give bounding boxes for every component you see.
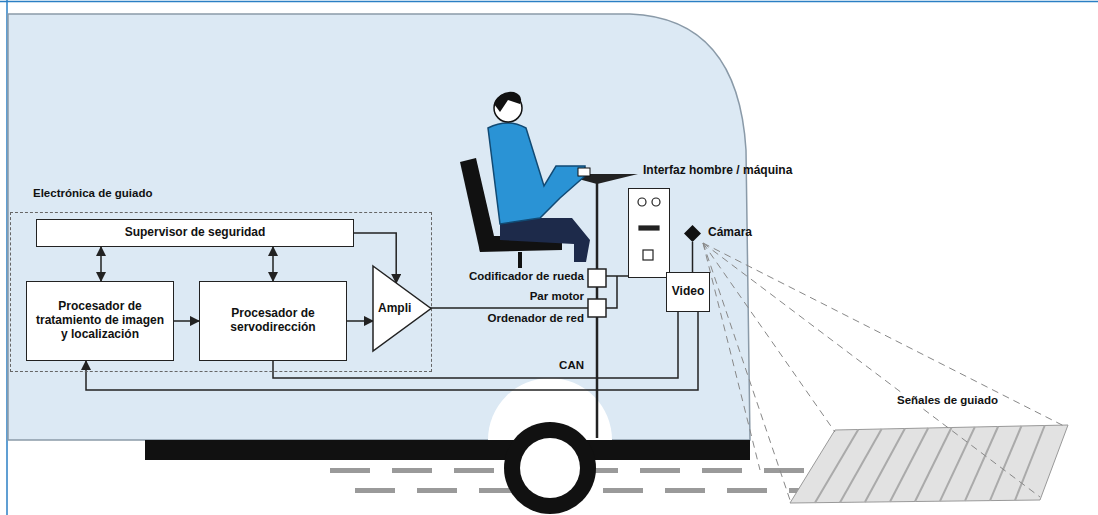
node-heading: Interfaz hombre / máquina xyxy=(643,164,792,178)
node-text: Ampli xyxy=(378,302,411,316)
guide-signals xyxy=(840,429,882,502)
process-box: Procesador de servodirección xyxy=(199,281,347,361)
part-label: Ordenador de red xyxy=(488,312,585,325)
process-box: Supervisor de seguridad xyxy=(36,219,354,247)
sensor-squares xyxy=(588,269,606,287)
interface-symbol xyxy=(652,198,660,206)
interface-panel-outline xyxy=(628,188,670,278)
road-marks xyxy=(702,468,742,473)
camera-rays xyxy=(703,243,1066,500)
bus-body xyxy=(8,14,750,440)
node-heading: Electrónica de guiado xyxy=(33,187,153,200)
guide-signals xyxy=(815,426,1045,503)
driver xyxy=(488,123,585,224)
camera-rays xyxy=(703,243,1040,497)
guide-signals xyxy=(790,425,1068,503)
road-marks xyxy=(603,488,643,493)
road-marks xyxy=(417,488,457,493)
electronics-group: Supervisor de seguridadProcesador de tra… xyxy=(10,212,432,372)
driver xyxy=(578,168,590,176)
bus-body xyxy=(8,14,750,460)
process-box: Procesador de tratamiento de imagen y lo… xyxy=(26,281,174,361)
amplifier-triangle: Ampli xyxy=(373,266,431,351)
interface-symbol xyxy=(639,226,659,230)
interface-symbol xyxy=(643,250,653,260)
camera-diamond: Cámara xyxy=(684,225,701,242)
node-text: Procesador de servodirección xyxy=(206,307,340,335)
guide-signals xyxy=(815,430,858,503)
part-label: Par motor xyxy=(530,290,584,303)
frame xyxy=(0,1,1098,3)
camera-diamond xyxy=(684,225,701,242)
guide-signals xyxy=(865,429,905,503)
road-marks xyxy=(727,488,767,493)
wheel xyxy=(504,422,596,514)
amplifier-triangle xyxy=(373,266,431,351)
part-label: CAN xyxy=(559,359,584,372)
road-marks xyxy=(392,468,432,473)
sensor-squares xyxy=(430,307,588,309)
connector xyxy=(174,320,199,322)
node-text: Procesador de tratamiento de imagen y lo… xyxy=(33,300,167,341)
camera-rays xyxy=(703,243,790,500)
node-heading: Cámara xyxy=(708,226,752,240)
connector xyxy=(272,247,274,281)
driver xyxy=(460,92,590,268)
road-marks xyxy=(764,468,804,473)
video-box: Video xyxy=(666,272,710,312)
interface-panel: Interfaz hombre / máquina xyxy=(628,188,670,278)
node-text: Supervisor de seguridad xyxy=(125,226,266,240)
interface-symbol xyxy=(638,198,646,206)
sensor-squares xyxy=(606,276,617,308)
node-text: Video xyxy=(672,285,704,299)
guide-signals xyxy=(790,425,1068,503)
wheel xyxy=(488,378,612,514)
connector xyxy=(100,247,102,281)
road-marks xyxy=(330,468,370,473)
driver xyxy=(494,92,521,112)
camera-rays xyxy=(703,243,835,432)
connector xyxy=(347,320,373,322)
driver xyxy=(518,252,522,268)
road-marks xyxy=(665,488,705,493)
driver xyxy=(500,218,590,262)
signal-label: Señales de guiado xyxy=(895,394,1000,407)
guide-signals xyxy=(890,428,928,502)
bus-body xyxy=(145,440,750,460)
sensor-squares xyxy=(596,317,598,378)
road-marks xyxy=(355,488,395,493)
road-marks xyxy=(454,468,494,473)
steering-column xyxy=(560,174,638,438)
road-marks xyxy=(640,468,680,473)
sensor-squares xyxy=(430,269,628,378)
part-label: Codificador de rueda xyxy=(469,270,584,283)
camera-rays xyxy=(703,243,760,470)
wheel xyxy=(520,438,580,498)
camera-diamond-outline xyxy=(684,225,701,242)
camera-rays xyxy=(703,243,1066,427)
guide-signals xyxy=(965,427,998,501)
connector xyxy=(692,242,694,272)
sensor-squares xyxy=(588,299,606,317)
